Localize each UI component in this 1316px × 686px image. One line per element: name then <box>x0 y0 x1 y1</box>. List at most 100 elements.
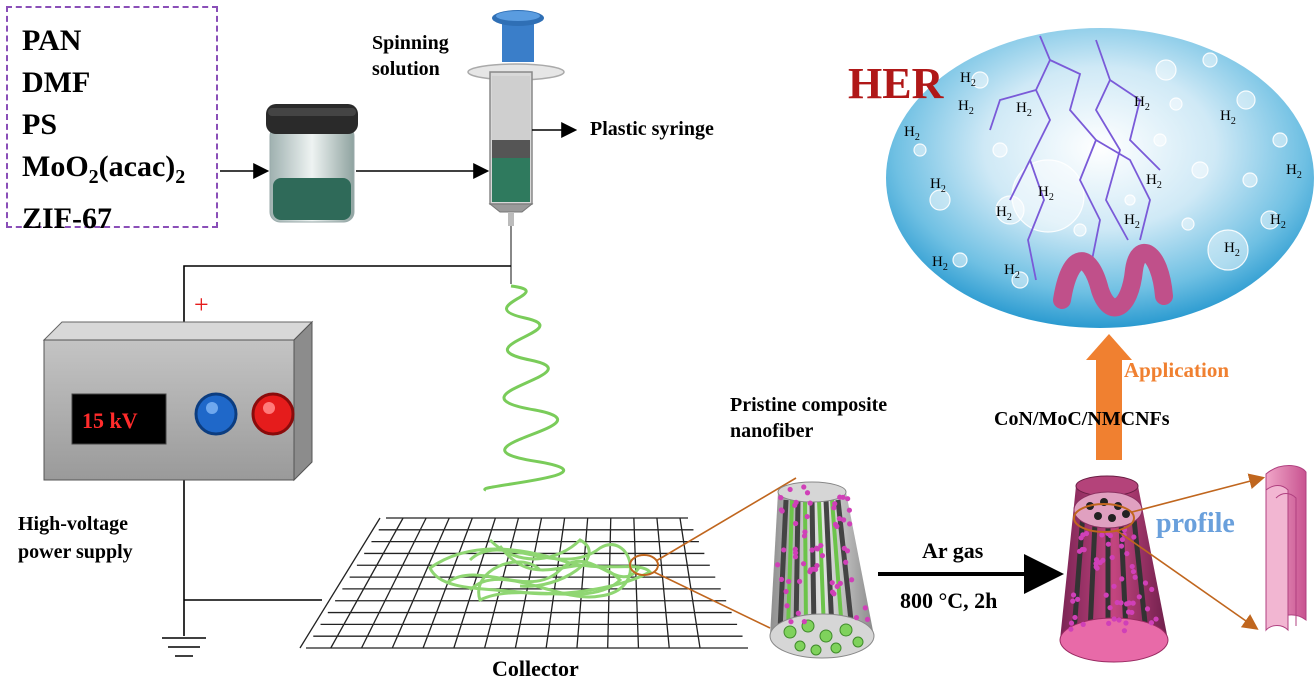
nanoparticle-dot <box>1125 609 1132 615</box>
profile-label: profile <box>1156 508 1235 539</box>
h2-label: H2 <box>1038 184 1054 203</box>
grid-line <box>299 517 381 649</box>
spinning-solution-label: Spinning solution <box>372 32 449 80</box>
nanoparticle-dot <box>1097 559 1103 566</box>
h2-label: H2 <box>958 98 974 117</box>
reagent-item: ZIF-67 <box>22 202 112 235</box>
bubble <box>1236 90 1256 110</box>
nanoparticle-dot <box>832 521 839 527</box>
nanoparticle-dot <box>849 577 855 583</box>
nanoparticle-dot <box>818 542 824 549</box>
nanoparticle-dot <box>1099 532 1105 538</box>
pristine-nanofiber <box>769 481 875 659</box>
nanoparticle-dot <box>1148 620 1155 626</box>
bubble <box>929 189 951 211</box>
bubble <box>1191 161 1209 179</box>
reagent-item-moo2acac2: MoO2(acac)2 <box>22 150 186 188</box>
application-arrow <box>1086 334 1132 460</box>
nanoparticle-dot <box>1119 576 1125 582</box>
bubble <box>1202 52 1218 68</box>
nanoparticle-dot <box>792 550 799 556</box>
syringe <box>467 10 578 284</box>
nanoparticle-dot <box>1131 534 1137 540</box>
nanoparticle-dot <box>814 545 820 551</box>
nanoparticle-dot <box>1124 550 1130 557</box>
nanoparticle-dot <box>1118 543 1125 549</box>
nanoparticle-dot <box>792 554 799 560</box>
carbonized-nanofiber <box>1059 475 1169 663</box>
nanoparticle-dot <box>796 578 803 585</box>
reagent-list: PAN DMF PS MoO2(acac)2 ZIF-67 <box>22 20 185 240</box>
application-label: Application <box>1124 358 1230 382</box>
profile-arrow-top <box>1131 473 1266 513</box>
nanoparticle-dot <box>1123 620 1129 626</box>
nanoparticle-dot <box>1136 594 1142 600</box>
h2-label: H2 <box>930 176 946 195</box>
h2-label: H2 <box>904 124 920 143</box>
spinning-jet <box>483 284 565 492</box>
bubble <box>1073 223 1087 237</box>
nanoparticle-dot <box>840 494 846 500</box>
nanoparticle-dot <box>1119 536 1126 543</box>
nanoparticle-dot <box>1130 600 1136 606</box>
nanoparticle-dot <box>1070 598 1076 604</box>
nanoparticle-dot <box>1075 596 1081 602</box>
h2-label: H2 <box>1146 172 1162 191</box>
nanoparticle-dot <box>807 500 813 506</box>
nanoparticle-dot <box>829 580 835 586</box>
zoom-line-top <box>655 477 797 562</box>
h2-label: H2 <box>1270 212 1286 231</box>
profile-arrow-bottom <box>1115 529 1259 630</box>
reagent-item: DMF <box>22 66 91 99</box>
h2-label: H2 <box>1124 212 1140 231</box>
nanoparticle-dot <box>778 495 784 501</box>
nanoparticle-dot <box>1121 628 1128 634</box>
nanoparticle-dot <box>804 513 810 520</box>
nanoparticle-dot <box>1111 583 1117 589</box>
h2-label: H2 <box>996 204 1012 223</box>
nanoparticle-dot <box>1072 614 1078 621</box>
solution-jar <box>266 104 358 223</box>
product-label: CoN/MoC/NMCNFs <box>994 408 1170 430</box>
nanoparticle-dot <box>1129 563 1135 570</box>
nanoparticle-dot <box>813 566 819 573</box>
nanoparticle-dot <box>804 490 811 496</box>
nanoparticle-dot <box>1142 580 1149 586</box>
nanoparticle-dot <box>1111 616 1117 622</box>
nanoparticle-dot <box>1081 547 1087 553</box>
bubble <box>1181 217 1195 231</box>
bubble <box>995 195 1025 225</box>
h2-label: H2 <box>1004 262 1020 281</box>
grid-line <box>483 517 520 649</box>
grid-line <box>391 517 450 649</box>
h2-label: H2 <box>1286 162 1302 181</box>
bubble <box>1124 194 1136 206</box>
nanoparticle-dot <box>831 505 837 511</box>
nanoparticle-dot <box>864 616 871 622</box>
nanoparticle-dot <box>1068 626 1074 632</box>
nanoparticle-dot <box>809 547 815 553</box>
bubble <box>1153 133 1167 147</box>
bubble <box>1169 97 1183 111</box>
grid-line <box>679 517 701 649</box>
bubble <box>1260 210 1280 230</box>
condition-label: 800 °C, 2h <box>900 588 998 613</box>
h2-label: H2 <box>1220 108 1236 127</box>
nanoparticle-dot <box>801 619 807 625</box>
nanoparticle-dot <box>775 562 781 568</box>
bubble <box>1207 229 1249 271</box>
nanoparticle-dot <box>1109 554 1115 561</box>
her-fiber <box>1053 244 1173 317</box>
nanoparticle-dot <box>1114 599 1120 606</box>
profile-cutaway <box>1265 465 1307 632</box>
power-supply-label: High-voltage power supply <box>18 513 133 563</box>
h2-label: H2 <box>1016 100 1032 119</box>
nanoparticle-dot <box>1093 561 1099 567</box>
grid-line <box>656 517 670 649</box>
nanoparticle-dot <box>841 517 847 523</box>
reagent-item: PAN <box>22 24 82 57</box>
nanoparticle-dot <box>801 533 808 539</box>
plus-sign: + <box>194 290 209 319</box>
